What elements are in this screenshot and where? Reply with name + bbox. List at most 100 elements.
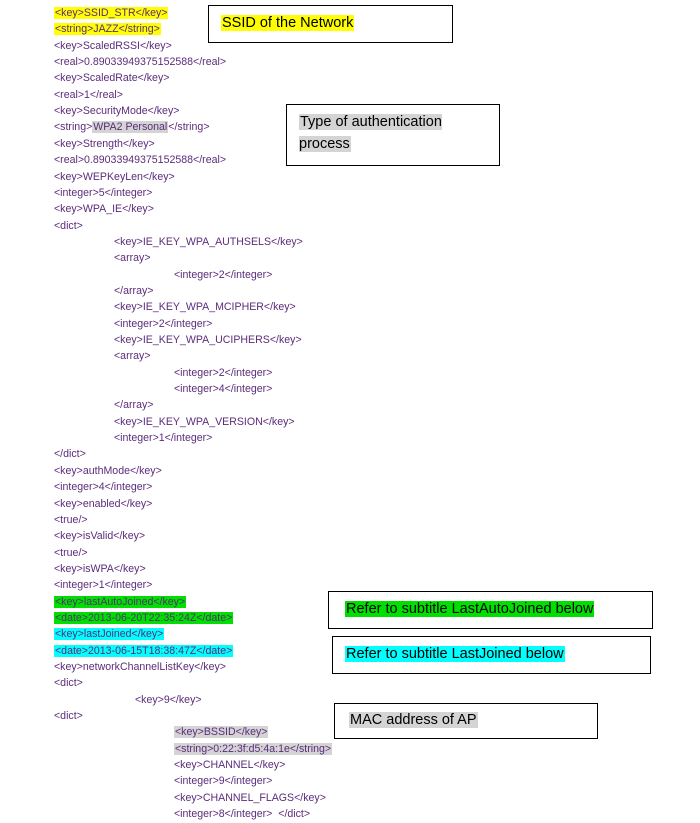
code-line: <key>IE_KEY_WPA_VERSION</key> [114,415,295,430]
callout-security-mode: Type of authentication process [286,104,500,166]
code-line-text: <integer>2</integer> [174,366,273,379]
code-line: <key>enabled</key> [54,497,152,512]
code-line-text: <real>1</real> [54,88,123,101]
code-line: <integer>2</integer> [174,268,272,283]
code-line-text: <key>IE_KEY_WPA_AUTHSELS</key> [114,235,303,248]
code-line-text: <key>SSID_STR</key> [54,7,169,19]
code-line: <integer>5</integer> [54,186,152,201]
code-line-text: <key>WEPKeyLen</key> [54,170,175,183]
code-line: <integer>2</integer> [114,317,212,332]
code-line: <real>0.89033949375152588</real> [54,55,226,70]
code-line: <key>lastJoined</key> [54,627,165,642]
code-line-text: <integer>4</integer> [54,481,153,494]
code-line-text: </array> [114,399,154,412]
code-line: <key>isValid</key> [54,529,145,544]
code-line: <key>WPA_IE</key> [54,202,154,217]
code-line-text: <dict> [54,219,83,232]
code-line-text: <integer>8</integer> </dict> [174,808,311,821]
code-line-text: <integer>1</integer> [114,432,213,445]
code-line-text: <key>networkChannelListKey</key> [54,661,226,673]
code-line-text: <key>IE_KEY_WPA_UCIPHERS</key> [114,334,302,346]
code-line-text: <key>ScaledRate</key> [54,72,170,85]
code-line: <integer>2</integer> [174,366,272,381]
code-line: <string>WPA2 Personal</string> [54,120,210,135]
code-line: </array> [114,284,153,299]
callout-last-auto-joined: Refer to subtitle LastAutoJoined below [328,591,653,629]
code-line: <key>Strength</key> [54,137,155,152]
code-line-text: <key>WPA_IE</key> [54,203,154,216]
code-line: <key>SSID_STR</key> [54,6,169,21]
code-line-text: <integer>2</integer> [174,268,273,281]
code-line-text: <key>lastAutoJoined</key> [54,595,187,608]
code-line-text: <real>0.89033949375152588</real> [54,154,227,167]
code-line: <key>isWPA</key> [54,562,146,577]
code-line: <key>WEPKeyLen</key> [54,170,175,185]
code-line: <key>IE_KEY_WPA_MCIPHER</key> [114,300,296,315]
callout-security-mode-text: Type of authentication process [299,114,442,152]
code-line: <key>IE_KEY_WPA_UCIPHERS</key> [114,333,302,348]
callout-last-auto-joined-text: Refer to subtitle LastAutoJoined below [345,601,595,617]
code-line-text: </dict> [54,448,86,461]
code-line: <key>CHANNEL_FLAGS</key> [174,791,326,806]
code-line-text: <key>IE_KEY_WPA_MCIPHER</key> [114,301,296,314]
code-line: <key>9</key> [135,693,202,708]
code-line-text: </array> [114,284,154,297]
code-line-text: <integer>4</integer> [174,383,273,396]
code-line-text: <key>isValid</key> [54,530,146,543]
code-line: <date>2013-06-15T18:38:47Z</date> [54,644,234,659]
code-line: <array> [114,349,151,364]
code-line: <dict> [54,219,83,234]
code-line-text: <integer>5</integer> [54,186,153,199]
code-line: <key>CHANNEL</key> [174,758,285,773]
code-line: <key>BSSID</key> [174,725,269,740]
callout-mac-address: MAC address of AP [334,703,598,739]
callout-mac-address-text: MAC address of AP [349,712,478,728]
code-line-text: <dict> [54,677,83,690]
code-line: <dict> [54,676,83,691]
code-line: <array> [114,251,151,266]
code-line-text: <key>ScaledRSSI</key> [54,39,172,52]
code-line-text: <true/> [54,513,88,526]
code-line-text: <key>CHANNEL_FLAGS</key> [174,791,326,804]
code-line-text: <key>lastJoined</key> [54,628,165,641]
code-line-text: <dict> [54,710,83,723]
code-line: <key>ScaledRSSI</key> [54,39,172,54]
code-line-text: <string>JAZZ</string> [54,23,161,36]
code-line: <integer>8</integer> </dict> [174,807,310,822]
code-line-text: <key>9</key> [135,693,202,706]
code-line-text: <key>CHANNEL</key> [174,759,286,772]
code-line-text: <array> [114,252,151,265]
code-line: <true/> [54,513,88,528]
code-line-text: <key>authMode</key> [54,464,162,477]
callout-ssid: SSID of the Network [208,5,453,43]
code-line: <integer>1</integer> [114,431,212,446]
code-line: <real>0.89033949375152588</real> [54,153,226,168]
code-line: <date>2013-06-20T22:35:24Z</date> [54,611,234,626]
code-line: <string>JAZZ</string> [54,22,161,37]
code-line: <integer>4</integer> [54,480,152,495]
code-line-text: <array> [114,350,151,363]
code-line-suffix: </string> [168,121,210,134]
callout-last-joined-text: Refer to subtitle LastJoined below [345,646,565,662]
code-line: <key>SecurityMode</key> [54,104,179,119]
code-line: <key>authMode</key> [54,464,162,479]
code-line-text: <integer>9</integer> [174,775,273,788]
code-line: </array> [114,398,153,413]
code-line: <key>lastAutoJoined</key> [54,595,187,610]
code-line-text: <real>0.89033949375152588</real> [54,56,227,69]
code-line-text: <integer>1</integer> [54,579,153,592]
code-line-text: <key>IE_KEY_WPA_VERSION</key> [114,415,295,428]
code-line-text: <date>2013-06-15T18:38:47Z</date> [54,644,234,657]
code-line: <string>0:22:3f:d5:4a:1e</string> [174,742,333,757]
code-line-text: <date>2013-06-20T22:35:24Z</date> [54,611,234,624]
code-line: <integer>1</integer> [54,578,152,593]
code-line: <key>ScaledRate</key> [54,71,169,86]
callout-last-joined: Refer to subtitle LastJoined below [332,636,651,674]
code-line: <true/> [54,546,88,561]
code-line-text: <integer>2</integer> [114,317,213,330]
code-line: <integer>4</integer> [174,382,272,397]
code-line-text: <key>Strength</key> [54,137,155,150]
code-line: <integer>9</integer> [174,774,272,789]
code-line-text: <key>BSSID</key> [174,726,269,739]
code-line-text: <key>SecurityMode</key> [54,105,180,118]
